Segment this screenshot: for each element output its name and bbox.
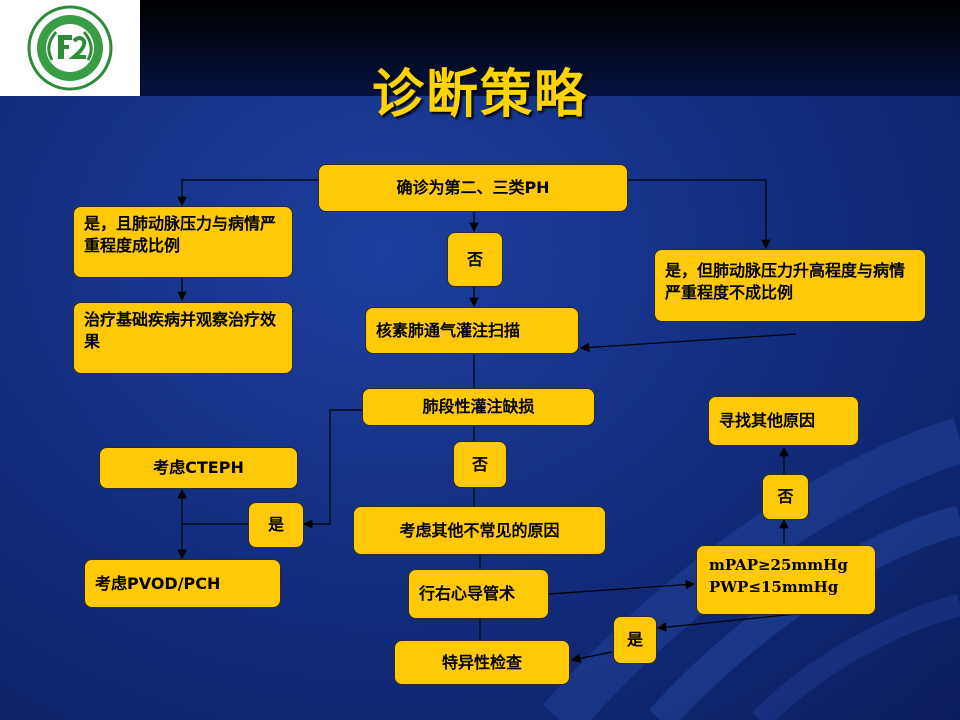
- slide-title: 诊断策略: [371, 65, 588, 125]
- node-specific-tests: 特异性检查: [394, 640, 570, 685]
- node-no-1: 否: [447, 232, 503, 287]
- node-segmental-defect: 肺段性灌注缺损: [362, 388, 595, 426]
- node-no-3: 否: [762, 474, 809, 520]
- node-no-2: 否: [453, 441, 507, 488]
- node-confirm-ph: 确诊为第二、三类PH: [318, 164, 628, 212]
- node-vq-scan: 核素肺通气灌注扫描: [365, 307, 579, 354]
- hospital-logo: [0, 0, 140, 96]
- emblem-icon: [27, 5, 113, 91]
- mpap-criterion: mPAP≥25mmHg: [709, 556, 848, 574]
- pwp-criterion: PWP≤15mmHg: [709, 578, 839, 596]
- node-consider-other-rare: 考虑其他不常见的原因: [353, 506, 606, 555]
- node-yes-2: 是: [613, 616, 657, 664]
- node-mpap-pwp: mPAP≥25mmHg PWP≤15mmHg: [696, 545, 876, 615]
- node-consider-cteph: 考虑CTEPH: [99, 447, 298, 489]
- node-consider-pvod: 考虑PVOD/PCH: [84, 559, 281, 608]
- node-right-heart-cath: 行右心导管术: [408, 569, 549, 619]
- node-yes-proportional: 是，且肺动脉压力与病情严重程度成比例: [73, 206, 293, 278]
- node-yes-1: 是: [248, 502, 304, 548]
- node-treat-underlying: 治疗基础疾病并观察治疗效果: [73, 302, 293, 374]
- header-band: [0, 0, 960, 96]
- node-find-other: 寻找其他原因: [708, 396, 859, 446]
- node-yes-not-proportional: 是，但肺动脉压力升高程度与病情严重程度不成比例: [654, 249, 926, 322]
